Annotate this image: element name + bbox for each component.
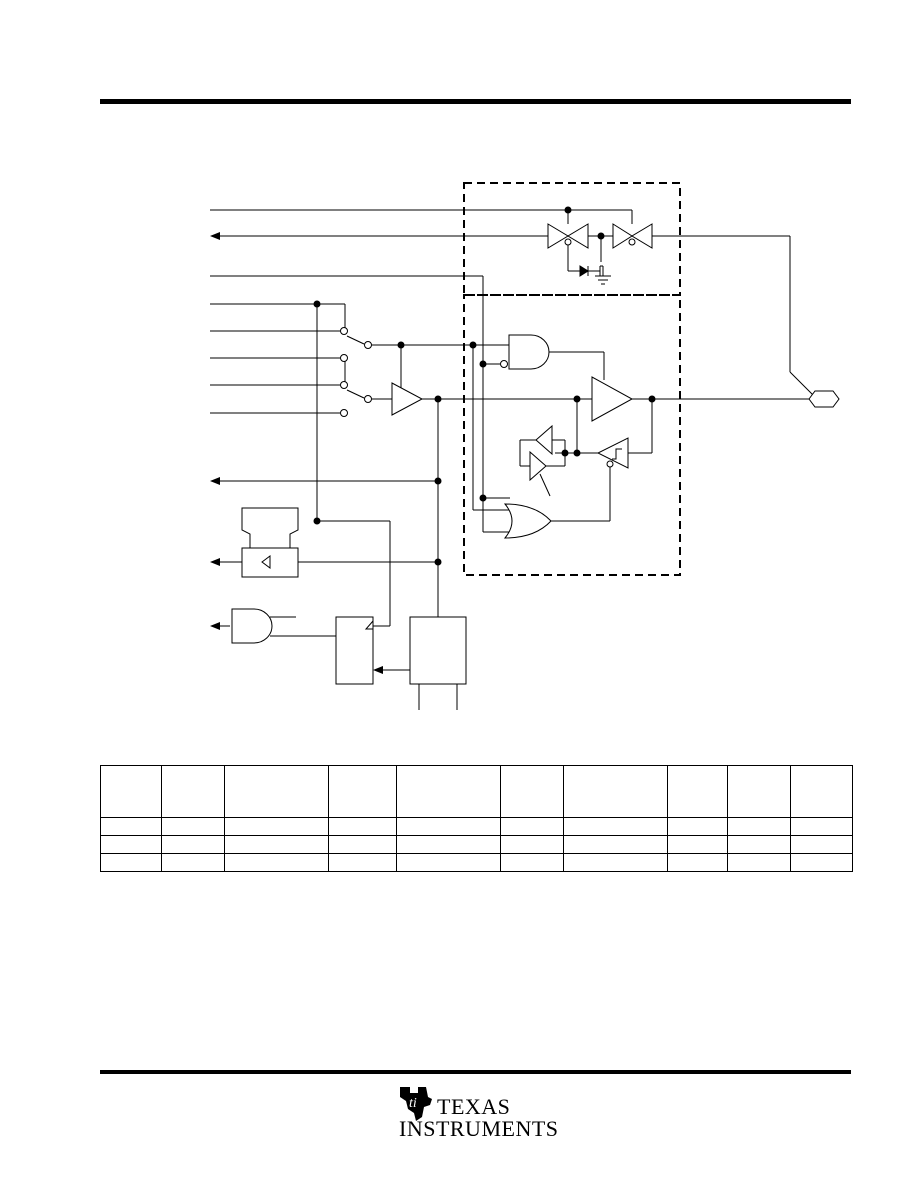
table-cell: [727, 853, 791, 872]
table-cell: [161, 853, 225, 872]
table-cell: [667, 853, 728, 872]
table-cell: [500, 853, 564, 872]
table-cell: [790, 853, 853, 872]
diode-icon: [579, 265, 589, 277]
arrow-left-icon: [210, 622, 220, 630]
input-buffer: [391, 382, 424, 416]
table-cell: [100, 817, 162, 836]
triangle-icon: [261, 555, 271, 569]
data-table: [100, 765, 853, 872]
table-cell: [563, 853, 668, 872]
table-cell: [396, 835, 501, 854]
table-cell: [563, 817, 668, 836]
io-buffer-block: [463, 294, 681, 576]
table-cell: [563, 765, 668, 818]
table-cell: [396, 765, 501, 818]
arrow-left-icon: [210, 477, 220, 485]
and-gate: [508, 334, 550, 370]
table-cell: [500, 835, 564, 854]
output-driver: [591, 376, 634, 422]
table-cell: [100, 853, 162, 872]
table-cell: [563, 835, 668, 854]
io-pad: [808, 390, 840, 408]
table-cell: [161, 835, 225, 854]
table-cell: [224, 835, 329, 854]
arrow-left-icon: [210, 232, 220, 240]
table-cell: [396, 853, 501, 872]
logo-text-texas: TEXAS: [437, 1094, 511, 1119]
table-cell: [727, 817, 791, 836]
table-cell: [667, 817, 728, 836]
header-rule: [100, 99, 851, 104]
table-cell: [727, 765, 791, 818]
decoder-box: [409, 616, 467, 685]
table-cell: [224, 765, 329, 818]
transmission-gate-1: [547, 223, 569, 249]
table-cell: [100, 765, 162, 818]
svg-text:ti: ti: [409, 1096, 417, 1111]
table-cell: [100, 835, 162, 854]
ti-logo-icon: ti: [400, 1087, 432, 1121]
boundary-scan-cell-diagram: [210, 182, 840, 710]
footer-rule: [100, 1070, 851, 1074]
table-row: [100, 853, 853, 872]
table-header-row: [100, 765, 853, 818]
table-cell: [161, 817, 225, 836]
table-cell: [224, 853, 329, 872]
keeper-buffer-2: [529, 450, 547, 482]
table-cell: [161, 765, 225, 818]
logo-text-instruments: INSTRUMENTS: [399, 1116, 559, 1141]
table-cell: [328, 765, 397, 818]
table-cell: [396, 817, 501, 836]
table-cell: [727, 835, 791, 854]
or-gate: [503, 503, 552, 539]
table-cell: [790, 817, 853, 836]
latch-top: [241, 507, 299, 549]
table-cell: [328, 835, 397, 854]
transmission-gate-2: [612, 223, 633, 249]
table-cell: [790, 835, 853, 854]
table-cell: [328, 817, 397, 836]
table-cell: [500, 765, 564, 818]
arrow-left-icon: [210, 558, 220, 566]
table-cell: [328, 853, 397, 872]
table-cell: [224, 817, 329, 836]
schmitt-icon: [612, 448, 622, 460]
and-gate-small: [231, 608, 273, 644]
table-cell: [500, 817, 564, 836]
table-cell: [790, 765, 853, 818]
ti-logo: ti TEXAS INSTRUMENTS: [396, 1083, 559, 1143]
table-row: [100, 835, 853, 854]
table-row: [100, 817, 853, 836]
clock-triangle-icon: [364, 619, 374, 630]
keeper-buffer-1: [535, 424, 553, 456]
table-cell: [667, 765, 728, 818]
table-cell: [667, 835, 728, 854]
arrow-left-icon: [373, 666, 383, 674]
